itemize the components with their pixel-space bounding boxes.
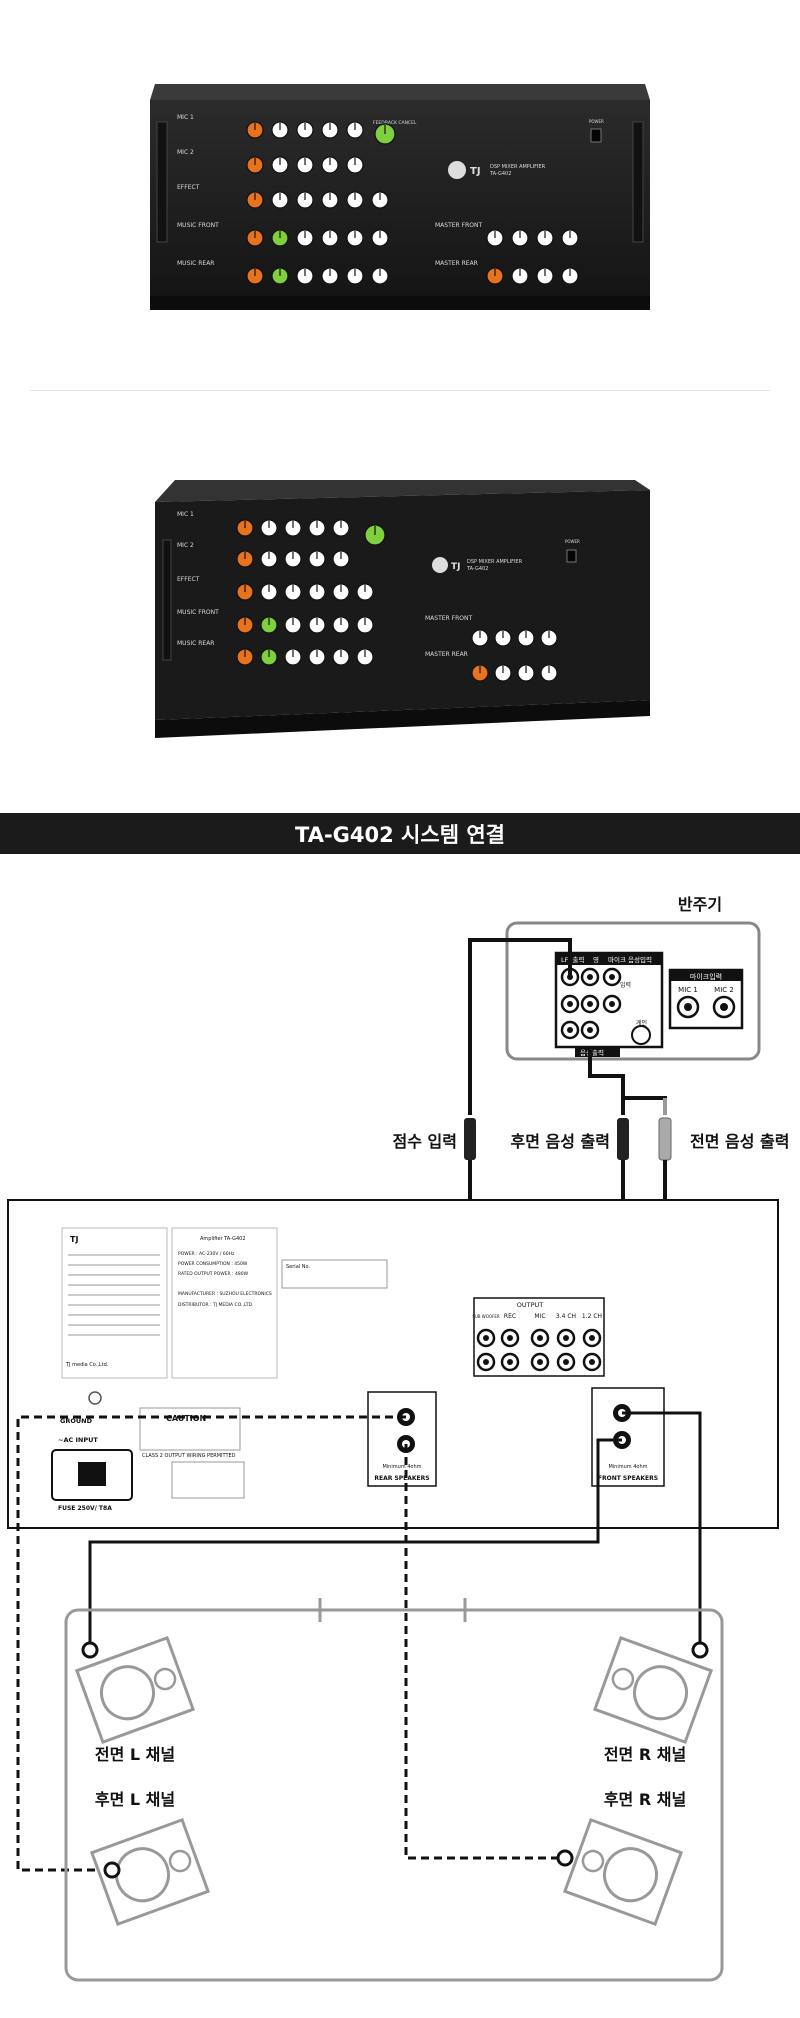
cable-woofer: [468, 938, 572, 1115]
caution-label: [139, 1407, 241, 1451]
mixer-knob-group: [246, 121, 579, 285]
acc-mic1-label: MIC 1: [678, 986, 698, 994]
label-rear-r: 후면 R 채널: [604, 1790, 686, 1809]
lfe-out-label: LFE출력: [561, 955, 584, 964]
power-spec: POWER : AC-230V / 60Hz: [178, 1251, 235, 1257]
speaker-front-r-icon: [592, 1635, 714, 1745]
tj-logo-icon-2: [432, 557, 448, 573]
serial-box: [281, 1259, 388, 1289]
mixer-knob-group-2: [236, 519, 558, 682]
row2-music-front-label: MUSIC FRONT: [177, 609, 219, 616]
rear-r-terminal: [556, 1849, 574, 1867]
rear-min-ohm: Minimum 4ohm: [382, 1464, 421, 1470]
tj-logo-icon: [448, 161, 466, 179]
row2-effect-label: EFFECT: [177, 576, 200, 583]
label-front-l: 전면 L 채널: [95, 1745, 175, 1764]
row-master-rear-label: MASTER REAR: [435, 260, 478, 267]
ground-label: GROUND: [60, 1417, 93, 1425]
speaker-rear-r-icon: [562, 1817, 684, 1927]
spec-company: TJ media Co.,Ltd.: [65, 1362, 109, 1368]
row2-music-rear-label: MUSIC REAR: [177, 640, 214, 647]
cable-label-woofer: 점수 입력: [393, 1132, 457, 1151]
caution-text: CAUTION: [166, 1414, 206, 1423]
ac-input-label: ~AC INPUT: [58, 1436, 98, 1444]
output-jacks: [476, 1328, 602, 1372]
ch34-label: 3.4 CH: [556, 1313, 576, 1320]
row2-master-rear-label: MASTER REAR: [425, 651, 468, 658]
consumption: POWER CONSUMPTION : 450W: [178, 1261, 248, 1267]
front-l-terminal: [81, 1641, 99, 1659]
power-switch[interactable]: [590, 128, 602, 143]
feedback-label: FEEDBACK CANCEL: [373, 120, 417, 126]
rec-label: REC: [504, 1313, 516, 1320]
row-mic1-label: MIC 1: [177, 114, 194, 121]
plug-front: [658, 1117, 672, 1161]
mic-input-label: 마이크입력: [690, 972, 722, 981]
model-line: DSP MIXER AMPLIFIER: [490, 164, 546, 170]
spec-brand: TJ: [70, 1235, 78, 1244]
output-label: OUTPUT: [517, 1301, 544, 1309]
wire-front-r: [622, 1411, 702, 1650]
power-label-2: POWER: [565, 539, 580, 544]
label-front-r: 전면 R 채널: [604, 1745, 686, 1764]
power-switch-2[interactable]: [566, 549, 577, 563]
row2-master-front-label: MASTER FRONT: [425, 615, 472, 622]
gain-knob[interactable]: [631, 1025, 651, 1045]
accompaniment-title: 반주기: [678, 895, 722, 914]
accompaniment-jacks: [560, 967, 622, 1040]
connection-diagram: 반주기 LFE출력 영 마이크 음성입력 입력 게인 음성출력 마이크입력 MI…: [7, 895, 789, 1982]
rear-speakers-label: REAR SPEAKERS: [374, 1475, 429, 1482]
model-name-2: TA-G402: [466, 566, 488, 572]
mic-audio-in-label: 마이크 음성입력: [608, 955, 652, 964]
mic-out-label: MIC: [534, 1313, 545, 1320]
warning-label: [171, 1461, 245, 1499]
distributor: DISTRIBUTOR : TJ MEDIA CO.,LTD.: [178, 1302, 253, 1308]
spec-label-1: [61, 1227, 168, 1379]
amp-label: Amplifier TA-G402: [200, 1236, 246, 1242]
front-speakers-label: FRONT SPEAKERS: [598, 1475, 658, 1482]
wire-rear-r: [404, 1444, 565, 1860]
row-mic2-label: MIC 2: [177, 149, 194, 156]
mixer-front-photo: MIC 1 MIC 2 EFFECT MUSIC FRONT MUSIC REA…: [150, 84, 650, 310]
label-rear-l: 후면 L 채널: [95, 1790, 175, 1809]
acc-mic2-label: MIC 2: [714, 986, 734, 994]
speaker-front-l-icon: [74, 1635, 196, 1745]
divider: [30, 390, 770, 391]
mixer-angle-photo: MIC 1 MIC 2 EFFECT MUSIC FRONT MUSIC REA…: [155, 480, 650, 738]
speaker-rear-l-icon: [89, 1817, 211, 1927]
section-title: TA-G402 시스템 연결: [0, 813, 800, 854]
plug-rear: [617, 1118, 629, 1160]
model-name: TA-G402: [489, 171, 511, 177]
manufacturer: MANUFACTURER : SUZHOU ELECTRONICS: [178, 1291, 272, 1297]
row-music-front-label: MUSIC FRONT: [177, 222, 219, 229]
gain-label: 게인: [636, 1019, 647, 1027]
brand-logo: TJ: [470, 166, 481, 177]
sub-woofer-label: SUB WOOFER: [472, 1314, 500, 1319]
fuse-label: FUSE 250V/ T8A: [58, 1505, 112, 1512]
rated-output: RATED OUTPUT POWER : 480W: [178, 1271, 249, 1277]
row-master-front-label: MASTER FRONT: [435, 222, 482, 229]
ch12-label: 1.2 CH: [582, 1313, 602, 1320]
wire-front-l: [88, 1438, 622, 1650]
front-min-ohm: Minimum 4ohm: [608, 1464, 647, 1470]
cable-label-front: 전면 음성 출력: [690, 1132, 789, 1151]
model-line-2: DSP MIXER AMPLIFIER: [467, 559, 523, 565]
row-music-rear-label: MUSIC REAR: [177, 260, 214, 267]
row2-mic1-label: MIC 1: [177, 511, 194, 518]
spec-label-2: [171, 1227, 278, 1379]
input-label: 입력: [620, 981, 631, 989]
ground-terminal[interactable]: [88, 1391, 102, 1405]
cable-label-rear: 후면 음성 출력: [511, 1132, 610, 1151]
power-label: POWER: [589, 119, 604, 124]
row-effect-label: EFFECT: [177, 184, 200, 191]
video-label: 영: [593, 955, 599, 964]
row2-mic2-label: MIC 2: [177, 542, 194, 549]
brand-logo-2: TJ: [451, 562, 461, 572]
rear-l-terminal: [103, 1861, 121, 1879]
class2-text: CLASS 2 OUTPUT WIRING PERMITTED: [142, 1453, 236, 1459]
front-r-terminal: [691, 1641, 709, 1659]
plug-woofer: [464, 1118, 476, 1160]
serial-label: Serial No.: [286, 1264, 310, 1270]
